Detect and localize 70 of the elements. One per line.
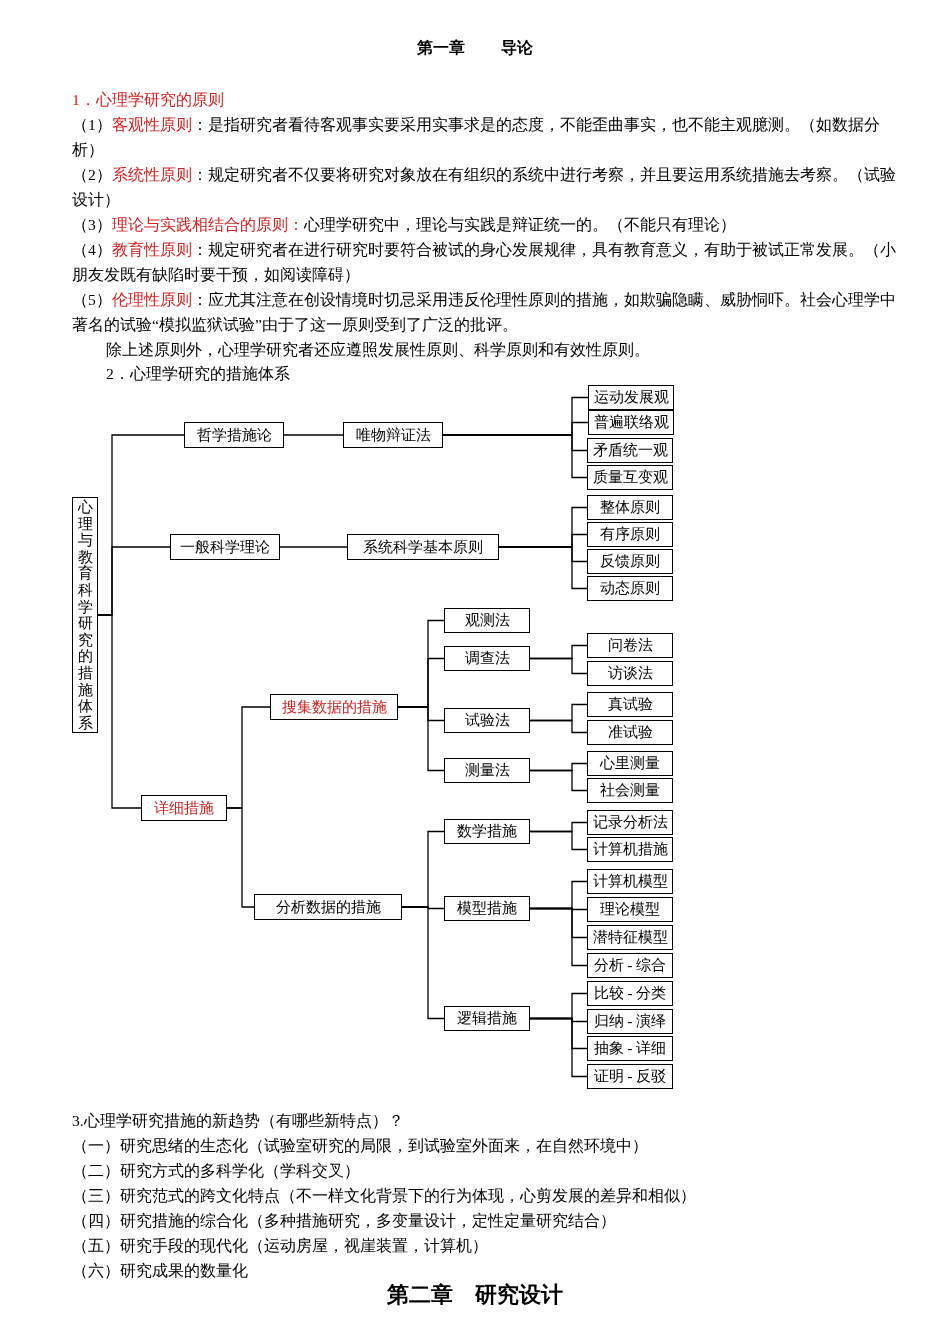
vertical-text-box: 心理与教育科学研究的措施体系	[72, 497, 98, 733]
bracket-line	[498, 546, 588, 590]
tree-node-box: 矛盾统一观	[587, 438, 673, 463]
tree-node-box: 调查法	[444, 646, 530, 671]
tree-node-box: 详细措施	[141, 795, 227, 821]
tree-node-box: 分析 - 综合	[587, 953, 673, 978]
chapter-heading: 第二章 研究设计	[386, 1281, 564, 1309]
tree-node-box: 有序原则	[587, 522, 673, 547]
paragraph: （2）系统性原则：规定研究者不仅要将研究对象放在有组织的系统中进行考察，并且要运用系统措施去考察。（试验设计）	[72, 165, 897, 210]
tree-node-box: 反馈原则	[587, 549, 673, 574]
tree-node-box: 搜集数据的措施	[270, 694, 398, 720]
tree-node-box: 社会测量	[587, 778, 673, 803]
paragraph: 3.心理学研究措施的新趋势（有哪些新特点）？	[72, 1111, 405, 1131]
tree-node-box: 系统科学基本原则	[347, 534, 499, 560]
bracket-line	[529, 1017, 588, 1078]
tree-node-box: 潜特征模型	[587, 925, 673, 950]
paragraph: （五）研究手段的现代化（运动房屋，视崖装置，计算机）	[72, 1236, 489, 1256]
bracket-line	[401, 906, 445, 1020]
tree-node-box: 准试验	[587, 720, 673, 745]
tree-node-box: 整体原则	[587, 495, 673, 520]
paragraph: 除上述原则外，心理学研究者还应遵照发展性原则、科学原则和有效性原则。	[105, 340, 651, 360]
tree-node-box: 访谈法	[587, 661, 673, 686]
tree-node-box: 哲学措施论	[184, 422, 284, 448]
tree-node-box: 抽象 - 详细	[587, 1036, 673, 1061]
bracket-line	[529, 830, 588, 851]
tree-node-box: 计算机模型	[587, 869, 673, 894]
bracket-line	[279, 546, 348, 548]
tree-node-box: 测量法	[444, 758, 530, 783]
tree-node-box: 分析数据的措施	[254, 894, 402, 920]
page-heading: 第一章 导论	[416, 38, 534, 58]
tree-node-box: 普遍联络观	[588, 410, 674, 435]
tree-node-box: 归纳 - 演绎	[587, 1009, 673, 1034]
tree-node-box: 观测法	[444, 608, 530, 633]
bracket-line	[226, 807, 255, 908]
tree-node-box: 动态原则	[587, 576, 673, 601]
bracket-line	[529, 907, 588, 967]
tree-node-box: 理论模型	[587, 897, 673, 922]
paragraph: （5）伦理性原则：应尤其注意在创设情境时切忌采用违反伦理性原则的措施，如欺骗隐瞒、威胁恫吓。社会心理学中著名的试验“模拟监狱试验”由于了这一原则受到了广泛的批评。	[72, 290, 897, 335]
tree-node-box: 运动发展观	[588, 385, 674, 410]
tree-node-box: 证明 - 反驳	[587, 1064, 673, 1089]
paragraph: （三）研究范式的跨文化特点（不一样文化背景下的行为体现，心剪发展的差异和相似）	[72, 1186, 697, 1206]
section-heading: 1．心理学研究的原则	[72, 90, 225, 110]
bracket-line	[529, 657, 588, 675]
tree-node-box: 计算机措施	[587, 837, 673, 862]
tree-node-box: 一般科学理论	[170, 534, 280, 560]
bracket-line	[529, 719, 588, 734]
tree-node-box: 比较 - 分类	[587, 981, 673, 1006]
paragraph: （六）研究成果的数量化	[72, 1261, 249, 1281]
bracket-line	[397, 706, 445, 772]
paragraph: 2．心理学研究的措施体系	[105, 364, 291, 384]
tree-node-box: 数学措施	[444, 819, 530, 844]
tree-node-box: 模型措施	[444, 896, 530, 921]
tree-node-box: 问卷法	[587, 633, 673, 658]
tree-node-box: 逻辑措施	[444, 1006, 530, 1031]
bracket-line	[283, 434, 344, 436]
tree-node-box: 质量互变观	[587, 465, 673, 490]
paragraph: （四）研究措施的综合化（多种措施研究，多变量设计，定性定量研究结合）	[72, 1211, 617, 1231]
bracket-line	[97, 614, 142, 809]
tree-node-box: 记录分析法	[587, 810, 673, 835]
bracket-line	[529, 769, 588, 792]
paragraph: （一）研究思绪的生态化（试验室研究的局限，到试验室外面来，在自然环境中）	[72, 1136, 649, 1156]
bracket-line	[442, 434, 588, 479]
tree-node-box: 唯物辩证法	[343, 422, 443, 448]
tree-node-box: 试验法	[444, 708, 530, 733]
tree-node-box: 真试验	[587, 692, 673, 717]
tree-node-box: 心里测量	[587, 751, 673, 776]
paragraph: （3）理论与实践相结合的原则：心理学研究中，理论与实践是辩证统一的。（不能只有理论）	[72, 215, 737, 235]
paragraph: （4）教育性原则：规定研究者在进行研究时要符合被试的身心发展规律，具有教育意义，有助于被试正常发展。（小朋友发既有缺陷时要干预，如阅读障碍）	[72, 240, 897, 285]
paragraph: （1）客观性原则：是指研究者看待客观事实要采用实事求是的态度，不能歪曲事实，也不能主观臆测。（如数据分析）	[72, 115, 881, 160]
paragraph: （二）研究方式的多科学化（学科交叉）	[72, 1161, 361, 1181]
